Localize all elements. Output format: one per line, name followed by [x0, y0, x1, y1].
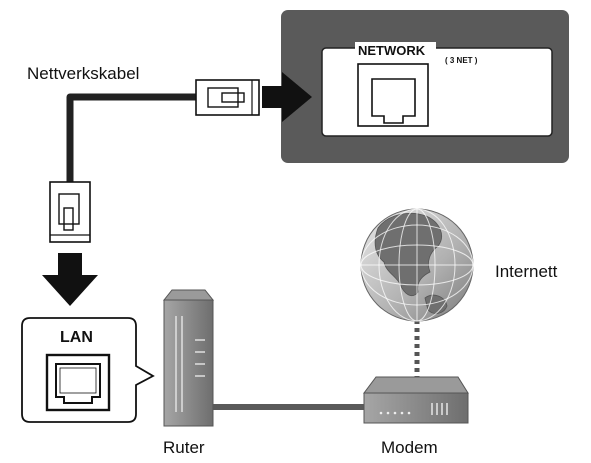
- arrow-down-icon: [42, 253, 98, 306]
- cable-label: Nettverkskabel: [27, 64, 139, 83]
- lan-label: LAN: [60, 329, 93, 346]
- modem-label: Modem: [381, 438, 438, 457]
- arrow-icon: [262, 72, 312, 122]
- globe-icon: [360, 208, 474, 322]
- network-port-icon: [357, 63, 429, 127]
- router-label: Ruter: [163, 438, 205, 457]
- internet-label: Internett: [495, 262, 558, 281]
- ethernet-plug-icon: [195, 79, 260, 116]
- ethernet-plug-icon-vertical: [49, 181, 91, 243]
- router-icon: [162, 289, 215, 427]
- lan-port-icon: [45, 353, 111, 412]
- network-port-sublabel: ( 3 NET ): [445, 56, 478, 65]
- lan-callout: [21, 317, 155, 423]
- network-port-label: NETWORK: [358, 43, 426, 58]
- network-panel-icon: [281, 10, 569, 163]
- modem-icon: [363, 376, 469, 424]
- network-cable: [66, 93, 196, 182]
